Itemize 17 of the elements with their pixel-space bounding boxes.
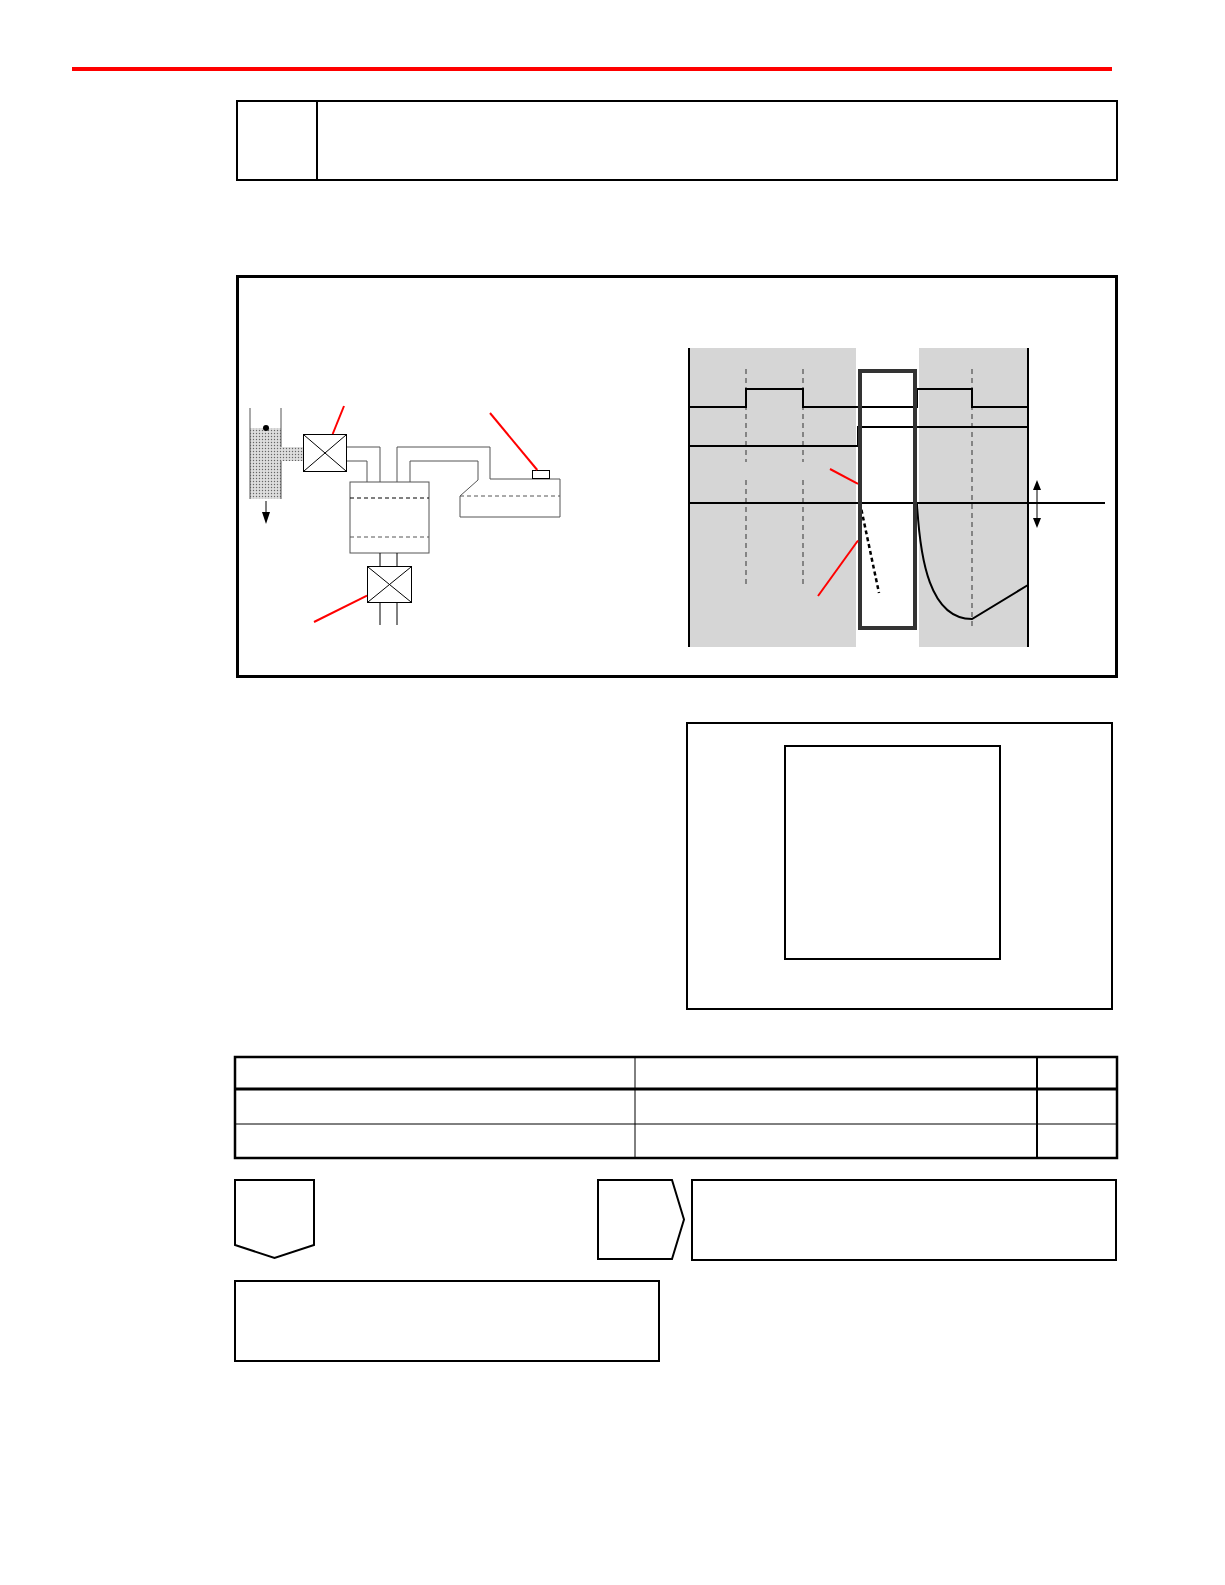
leader-line xyxy=(313,594,368,623)
inner-panel-box xyxy=(784,745,1001,960)
valve-symbol xyxy=(367,566,412,603)
leader-line xyxy=(817,539,859,597)
leader-line xyxy=(489,412,539,471)
shield-tab xyxy=(234,1179,315,1259)
panel-box xyxy=(686,722,1113,1010)
valve-symbol xyxy=(303,434,347,472)
sensor-box xyxy=(532,470,550,479)
leader-line xyxy=(829,468,859,485)
arrow-tab xyxy=(597,1179,685,1260)
highlight-frame xyxy=(858,369,917,630)
figure-frame xyxy=(236,275,1118,678)
text-box xyxy=(691,1179,1117,1261)
leader-line xyxy=(331,405,345,435)
header-box xyxy=(236,100,1118,181)
text-box xyxy=(234,1280,660,1362)
